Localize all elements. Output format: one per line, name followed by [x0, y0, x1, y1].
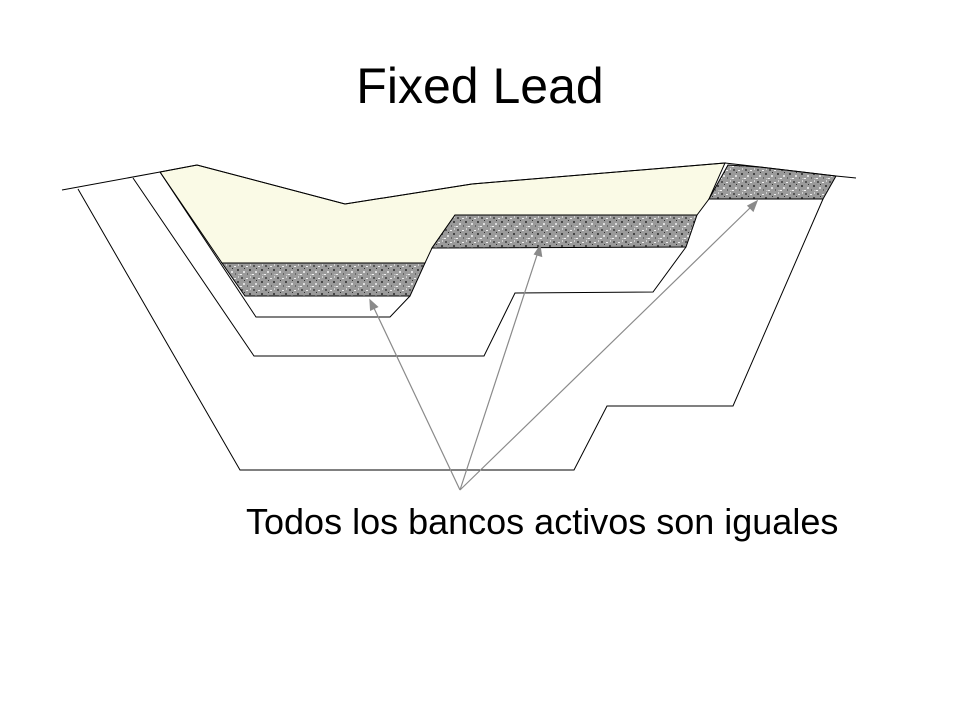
- slide-title: Fixed Lead: [356, 58, 604, 114]
- slide-caption: Todos los bancos activos son iguales: [246, 501, 839, 542]
- arrow-to-bench-3: [459, 205, 753, 491]
- pit-phase-3: [77, 188, 824, 471]
- arrowhead-2: [533, 244, 543, 258]
- pit-phase-2: [132, 177, 687, 357]
- ground-surface-line: [61, 162, 857, 205]
- arrowhead-3: [746, 199, 759, 213]
- ore-band-middle: [431, 214, 698, 249]
- active-bench-arrows: [369, 199, 759, 491]
- arrowhead-1: [369, 298, 379, 312]
- arrow-to-bench-1: [372, 305, 461, 491]
- pit-phase-1: [159, 171, 411, 318]
- ore-band-top: [708, 164, 837, 200]
- ore-band-bottom: [221, 262, 426, 297]
- arrow-to-bench-2: [459, 251, 539, 491]
